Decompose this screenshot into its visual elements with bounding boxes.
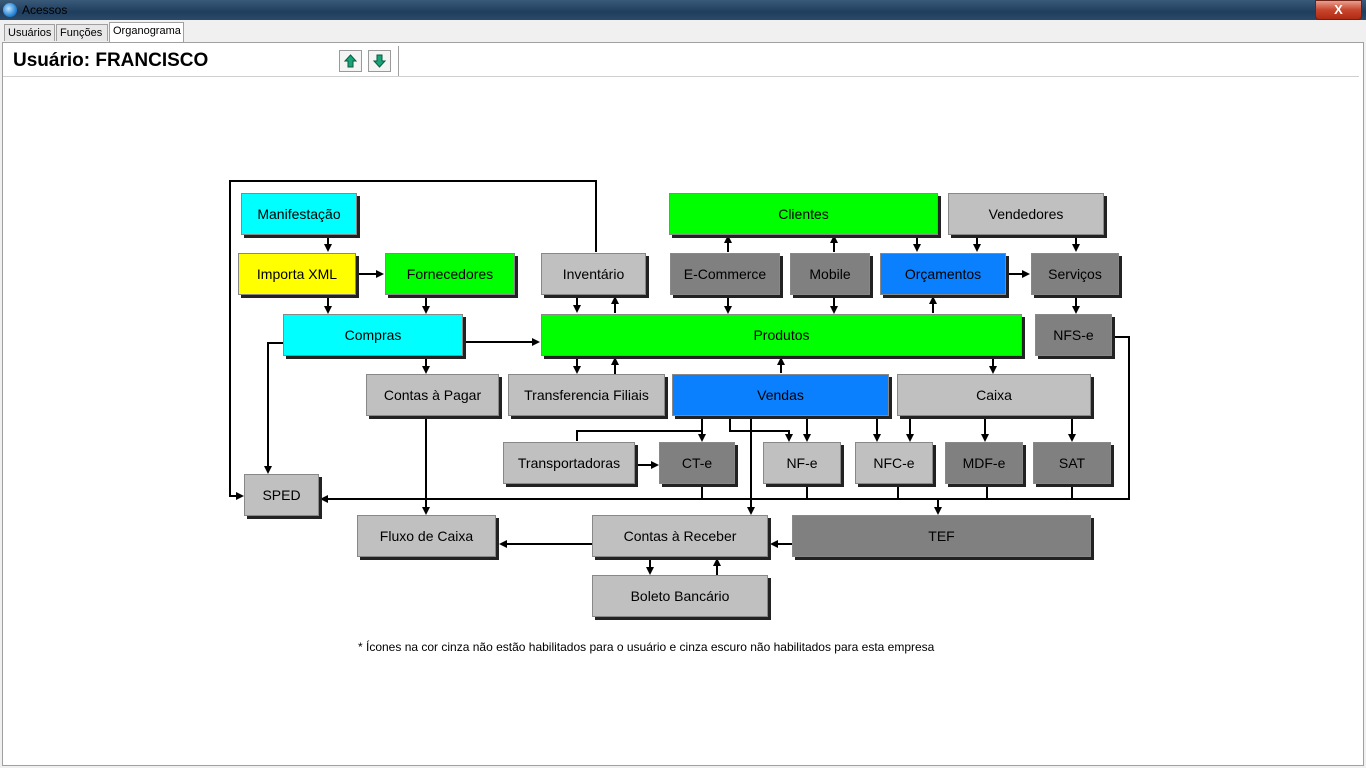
node-orcamentos[interactable]: Orçamentos	[880, 253, 1006, 295]
tab-usuarios[interactable]: Usuários	[4, 24, 55, 41]
arrow-up-icon	[343, 54, 358, 68]
footnote: * Ícones na cor cinza não estão habilita…	[358, 640, 935, 654]
node-manifestacao[interactable]: Manifestação	[241, 193, 357, 235]
node-tef[interactable]: TEF	[792, 515, 1091, 557]
node-servicos[interactable]: Serviços	[1031, 253, 1119, 295]
header-separator	[398, 46, 399, 76]
node-importa-xml[interactable]: Importa XML	[238, 253, 356, 295]
node-mdfe[interactable]: MDF-e	[945, 442, 1023, 484]
node-ecommerce[interactable]: E-Commerce	[670, 253, 780, 295]
node-clientes[interactable]: Clientes	[669, 193, 938, 235]
user-label: Usuário: FRANCISCO	[13, 50, 209, 71]
node-inventario[interactable]: Inventário	[541, 253, 646, 295]
move-down-button[interactable]	[368, 50, 391, 72]
node-contas-receber[interactable]: Contas à Receber	[592, 515, 768, 557]
node-nfe[interactable]: NF-e	[763, 442, 841, 484]
node-compras[interactable]: Compras	[283, 314, 463, 356]
app-icon	[3, 3, 17, 17]
node-vendas[interactable]: Vendas	[672, 374, 889, 416]
title-bar: Acessos X	[0, 0, 1366, 20]
move-up-button[interactable]	[339, 50, 362, 72]
tab-organograma[interactable]: Organograma	[109, 22, 184, 42]
arrow-down-icon	[372, 54, 387, 68]
node-transferencia-filiais[interactable]: Transferencia Filiais	[508, 374, 665, 416]
node-contas-pagar[interactable]: Contas à Pagar	[366, 374, 499, 416]
node-cte[interactable]: CT-e	[659, 442, 735, 484]
header-bar	[3, 46, 1359, 77]
node-sped[interactable]: SPED	[244, 474, 319, 516]
window-title: Acessos	[22, 3, 68, 17]
node-boleto-bancario[interactable]: Boleto Bancário	[592, 575, 768, 617]
node-sat[interactable]: SAT	[1033, 442, 1111, 484]
node-produtos[interactable]: Produtos	[541, 314, 1022, 356]
tab-bar: Usuários Funções Organograma	[0, 20, 1366, 42]
node-nfce[interactable]: NFC-e	[855, 442, 933, 484]
node-nfse[interactable]: NFS-e	[1035, 314, 1112, 356]
node-mobile[interactable]: Mobile	[790, 253, 870, 295]
tab-funcoes[interactable]: Funções	[56, 24, 108, 41]
node-caixa[interactable]: Caixa	[897, 374, 1091, 416]
node-transportadoras[interactable]: Transportadoras	[503, 442, 635, 484]
node-vendedores[interactable]: Vendedores	[948, 193, 1104, 235]
node-fluxo-caixa[interactable]: Fluxo de Caixa	[357, 515, 496, 557]
node-fornecedores[interactable]: Fornecedores	[385, 253, 515, 295]
close-button[interactable]: X	[1315, 0, 1362, 20]
